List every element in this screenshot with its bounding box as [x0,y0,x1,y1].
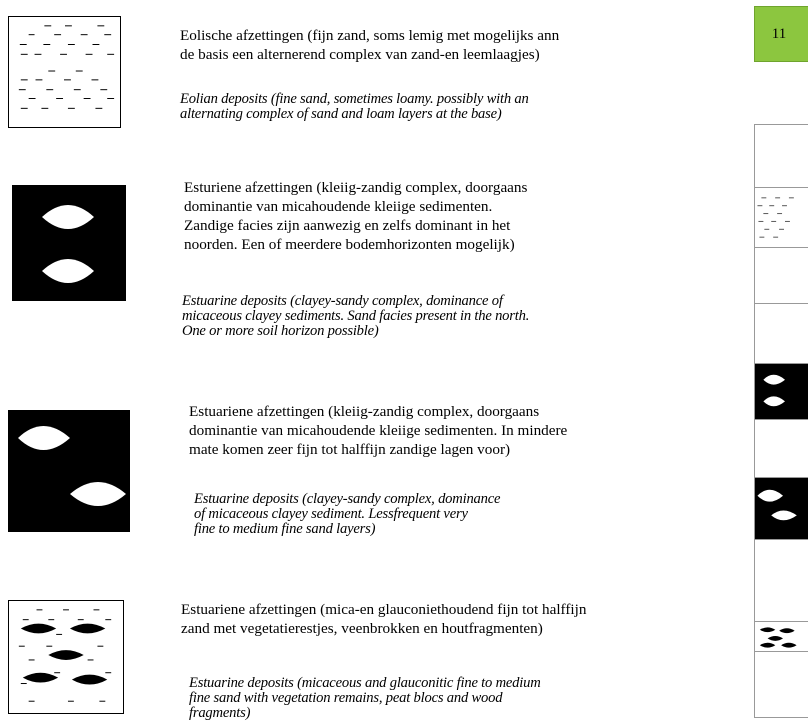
text-line: dominantie van micahoudende kleiige sedi… [189,421,567,440]
dash-lens-pattern-icon [9,601,123,713]
text-line: mate komen zeer fijn tot halffijn zandig… [189,440,567,459]
stratigraphic-column [754,124,808,718]
text-line: Estuariene afzettingen (kleiig-zandig co… [189,402,567,421]
text-line: Estuariene afzettingen (mica-en glauconi… [181,600,586,619]
text-line: micaceous clayey sediments. Sand facies … [182,309,529,324]
text-line: Eolian deposits (fine sand, sometimes lo… [180,92,529,107]
text-line: Zandige facies zijn aanwezig en zelfs do… [184,216,527,235]
column-cell-blank [755,419,808,477]
text-line: Eolische afzettingen (fijn zand, soms le… [180,26,559,45]
legend-text-dutch: Estuariene afzettingen (mica-en glauconi… [181,600,586,638]
text-line: Estuarine deposits (clayey-sandy complex… [194,492,500,507]
legend-text-english: Estuarine deposits (micaceous and glauco… [189,676,541,721]
column-cell-estuarine-dashes-lenses [755,621,808,651]
dash-pattern-icon [9,17,120,127]
legend-text-dutch: Esturiene afzettingen (kleiig-zandig com… [184,178,527,254]
legend-text-dutch: Estuariene afzettingen (kleiig-zandig co… [189,402,567,459]
column-cell-estuarine-stacked [755,363,808,419]
column-cell-blank [755,539,808,621]
column-cell-blank [755,303,808,363]
lens-pattern-icon [8,410,130,532]
text-line: of micaceous clayey sediment. Lessfreque… [194,507,500,522]
column-cell-eolian [755,187,808,247]
text-line: noorden. Een of meerdere bodemhorizonten… [184,235,527,254]
column-cell-estuarine-offset [755,477,808,539]
text-line: fine sand with vegetation remains, peat … [189,691,541,706]
text-line: dominantie van micahoudende kleiige sedi… [184,197,527,216]
column-number-badge: 11 [754,6,808,62]
column-cell-blank [755,125,808,187]
swatch-eolian-dashes [8,16,121,128]
text-line: fragments) [189,706,541,721]
swatch-estuarine-lenses-offset [8,410,130,532]
text-line: Estuarine deposits (clayey-sandy complex… [182,294,529,309]
legend-text-english: Eolian deposits (fine sand, sometimes lo… [180,92,529,122]
text-line: Esturiene afzettingen (kleiig-zandig com… [184,178,527,197]
text-line: de basis een alternerend complex van zan… [180,45,559,64]
column-cell-blank [755,651,808,719]
lens-pattern-icon [755,478,808,539]
legend-text-dutch: Eolische afzettingen (fijn zand, soms le… [180,26,559,64]
dash-pattern-icon [755,188,808,247]
lens-pattern-icon [755,364,808,419]
swatch-estuarine-lenses-stacked [12,185,126,301]
text-line: zand met vegetatierestjes, veenbrokken e… [181,619,586,638]
column-number: 11 [772,26,786,43]
legend-text-english: Estuarine deposits (clayey-sandy complex… [194,492,500,537]
legend-text-english: Estuarine deposits (clayey-sandy complex… [182,294,529,339]
lens-pattern-icon [12,185,126,301]
text-line: One or more soil horizon possible) [182,324,529,339]
text-line: Estuarine deposits (micaceous and glauco… [189,676,541,691]
text-line: alternating complex of sand and loam lay… [180,107,529,122]
column-cell-blank [755,247,808,303]
text-line: fine to medium fine sand layers) [194,522,500,537]
swatch-estuarine-dashes-lenses [8,600,124,714]
dash-lens-pattern-icon [755,622,808,651]
